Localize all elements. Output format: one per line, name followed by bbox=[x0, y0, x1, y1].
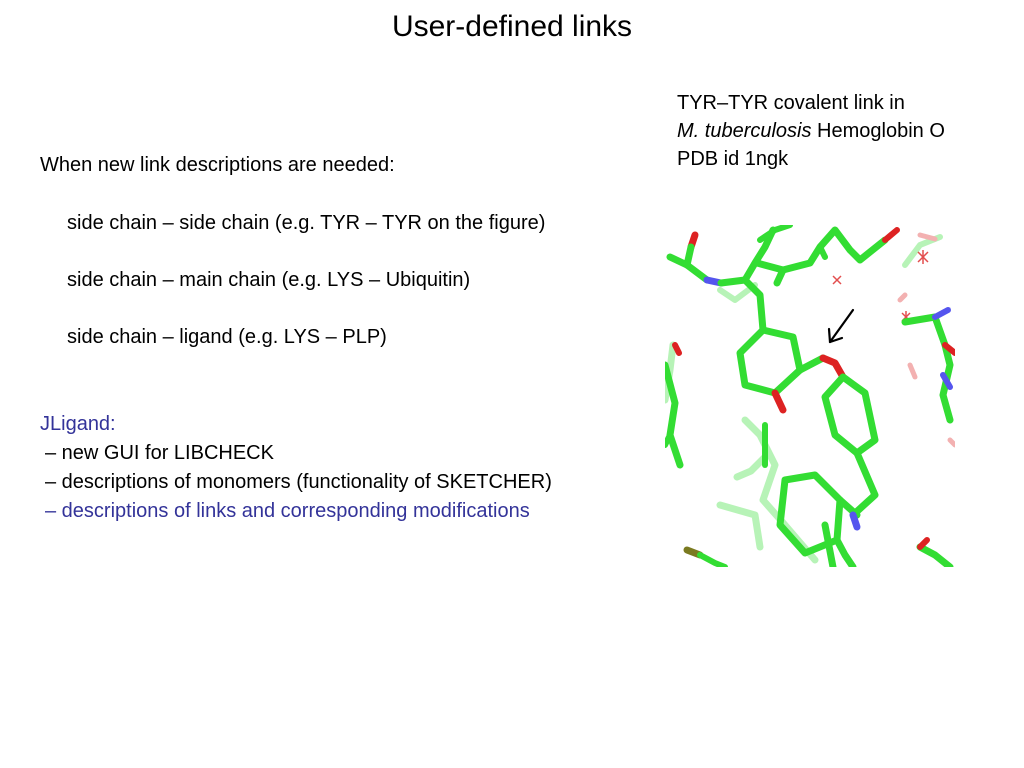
molecule-structure-image bbox=[665, 225, 955, 567]
jligand-item: – new GUI for LIBCHECK bbox=[45, 442, 274, 464]
caption-line-3: PDB id 1ngk bbox=[677, 148, 789, 170]
caption-protein: Hemoglobin O bbox=[811, 120, 945, 142]
intro-text: When new link descriptions are needed: bbox=[40, 154, 395, 176]
arrow-icon bbox=[827, 308, 855, 344]
link-type-item: side chain – main chain (e.g. LYS – Ubiq… bbox=[67, 269, 471, 291]
jligand-heading: JLigand: bbox=[40, 413, 116, 435]
jligand-item: – descriptions of monomers (functionalit… bbox=[45, 471, 552, 493]
slide-title: User-defined links bbox=[391, 10, 633, 43]
caption-organism: M. tuberculosis bbox=[677, 120, 812, 142]
link-type-item: side chain – ligand (e.g. LYS – PLP) bbox=[67, 326, 387, 348]
link-type-item: side chain – side chain (e.g. TYR – TYR … bbox=[67, 212, 546, 234]
jligand-item-highlighted: – descriptions of links and correspondin… bbox=[45, 500, 530, 522]
figure-caption: TYR–TYR covalent link in M. tuberculosis… bbox=[677, 89, 945, 173]
caption-line-2: M. tuberculosis Hemoglobin O bbox=[677, 117, 945, 145]
molecule-figure bbox=[665, 225, 955, 567]
caption-line-1: TYR–TYR covalent link in bbox=[677, 92, 905, 114]
